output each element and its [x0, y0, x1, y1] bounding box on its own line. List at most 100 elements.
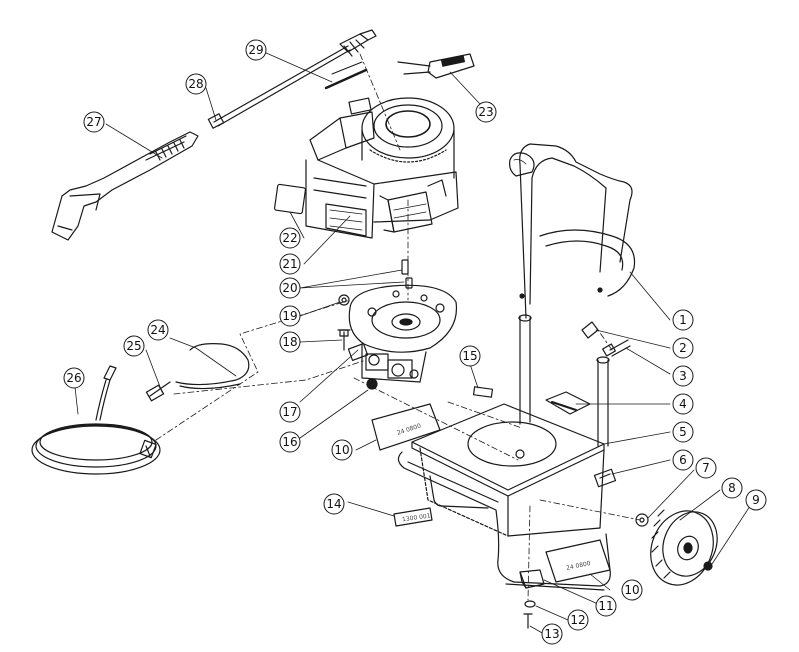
callout-20: 20 — [279, 277, 301, 299]
high-pressure-hose — [31, 365, 161, 475]
callout-3: 3 — [672, 365, 694, 387]
callout-number: 13 — [544, 627, 559, 641]
handle-frame — [509, 143, 636, 447]
callout-circle — [279, 331, 301, 353]
callout-number: 2 — [679, 341, 687, 355]
callout-circle — [279, 277, 301, 299]
callout-22: 22 — [279, 227, 301, 249]
callout-number: 28 — [188, 77, 203, 91]
callout-number: 6 — [679, 453, 687, 467]
assembly-lines — [155, 53, 641, 601]
callout-23: 23 — [475, 101, 497, 123]
callout-number: 11 — [598, 599, 613, 613]
callout-number: 21 — [282, 257, 297, 271]
callout-circle — [279, 401, 301, 423]
callout-25: 25 — [123, 335, 145, 357]
callout-13: 13 — [541, 623, 563, 645]
callout-circle — [672, 393, 694, 415]
callout-circle — [147, 319, 169, 341]
callout-number: 16 — [282, 435, 297, 449]
callout-circle — [63, 367, 85, 389]
callout-number: 20 — [282, 281, 297, 295]
callout-circle — [672, 337, 694, 359]
callout-number: 7 — [702, 461, 710, 475]
callout-number: 10 — [334, 443, 349, 457]
callout-10: 10 — [621, 579, 643, 601]
callout-circle — [621, 579, 643, 601]
decal-15 — [472, 386, 494, 398]
decal-10-upper-text: 24 0800 — [396, 422, 422, 436]
callout-14: 14 — [323, 493, 345, 515]
callout-circle — [331, 439, 353, 461]
callout-circle — [672, 365, 694, 387]
decal-10-lower — [545, 539, 611, 583]
warning-tag — [397, 53, 475, 79]
callout-number: 1 — [679, 313, 687, 327]
callout-circle — [323, 493, 345, 515]
shaft-key — [401, 259, 413, 289]
callout-1: 1 — [672, 309, 694, 331]
decal-14 — [393, 507, 433, 527]
callout-number: 18 — [282, 335, 297, 349]
callout-circle — [672, 421, 694, 443]
callout-circle — [279, 227, 301, 249]
leader-lines — [73, 51, 755, 635]
callout-number: 25 — [126, 339, 141, 353]
clip-6 — [593, 468, 617, 488]
callout-circle — [745, 489, 767, 511]
callout-circle — [279, 253, 301, 275]
base-frame — [397, 403, 611, 591]
callout-circle — [672, 309, 694, 331]
decal-10-lower-text: 24 0800 — [566, 560, 592, 572]
callout-5: 5 — [672, 421, 694, 443]
callout-circle — [541, 623, 563, 645]
callout-group: 1234567891010111213141516171819202122232… — [63, 39, 767, 645]
callout-26: 26 — [63, 367, 85, 389]
callout-number: 15 — [462, 349, 477, 363]
spray-gun — [51, 131, 199, 241]
callout-circle — [721, 477, 743, 499]
nozzle-tip-strip — [324, 61, 368, 90]
callout-circle — [595, 595, 617, 617]
callout-number: 9 — [752, 493, 760, 507]
callout-11: 11 — [595, 595, 617, 617]
decal-14-text: 1300 001 — [402, 512, 432, 523]
callout-circle — [475, 101, 497, 123]
callout-circle — [245, 39, 267, 61]
callout-number: 26 — [66, 371, 81, 385]
callout-number: 8 — [728, 481, 736, 495]
callout-number: 10 — [624, 583, 639, 597]
callout-4: 4 — [672, 393, 694, 415]
label-22 — [273, 183, 307, 215]
callout-number: 3 — [679, 369, 687, 383]
callout-number: 17 — [282, 405, 297, 419]
knob-and-bolt — [581, 321, 631, 357]
callout-15: 15 — [459, 345, 481, 367]
callout-24: 24 — [147, 319, 169, 341]
callout-28: 28 — [185, 73, 207, 95]
foot-and-hardware — [519, 569, 545, 629]
lance-wand — [207, 29, 377, 129]
callout-number: 29 — [248, 43, 263, 57]
callout-circle — [672, 449, 694, 471]
callout-17: 17 — [279, 401, 301, 423]
engine — [305, 97, 459, 239]
callout-27: 27 — [83, 111, 105, 133]
callout-number: 5 — [679, 425, 687, 439]
callout-7: 7 — [695, 457, 717, 479]
callout-circle — [185, 73, 207, 95]
callout-6: 6 — [672, 449, 694, 471]
callout-number: 22 — [282, 231, 297, 245]
callout-number: 4 — [679, 397, 687, 411]
callout-number: 23 — [478, 105, 493, 119]
callout-16: 16 — [279, 431, 301, 453]
callout-12: 12 — [567, 609, 589, 631]
callout-number: 19 — [282, 309, 297, 323]
callout-9: 9 — [745, 489, 767, 511]
decal-10-upper — [371, 403, 441, 451]
callout-circle — [695, 457, 717, 479]
decal-4 — [545, 391, 591, 415]
callout-number: 24 — [150, 323, 165, 337]
callout-2: 2 — [672, 337, 694, 359]
